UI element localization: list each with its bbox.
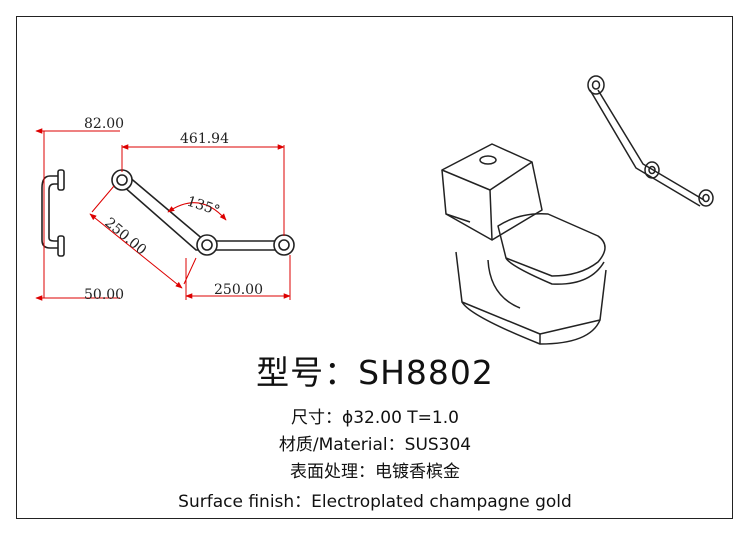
grab-bar-illustration [587, 75, 714, 207]
drawing-frame [16, 16, 733, 519]
size-spec: 尺寸：ϕ32.00 T=1.0 [291, 408, 459, 428]
surface-finish-en: Surface finish：Electroplated champagne g… [178, 492, 572, 512]
toilet-illustration [441, 143, 607, 345]
dimension-arm-length: 250.00 [101, 215, 149, 259]
dimension-total-width: 461.94 [180, 131, 229, 147]
dimension-top-offset: 82.00 [84, 116, 124, 132]
dimension-angle: 135° [185, 194, 222, 220]
front-view-dimension-lines [89, 144, 291, 300]
side-view-dimension-lines [35, 128, 120, 301]
dimension-bottom-offset: 50.00 [84, 287, 124, 303]
material-spec: 材质/Material：SUS304 [278, 435, 472, 455]
model-number: 型号：SH8802 [256, 353, 494, 392]
surface-finish-cn: 表面处理：电镀香槟金 [290, 462, 460, 482]
side-view-grab-bar [41, 169, 65, 257]
dimension-base-length: 250.00 [214, 282, 263, 298]
front-view-grab-bar [111, 169, 295, 256]
